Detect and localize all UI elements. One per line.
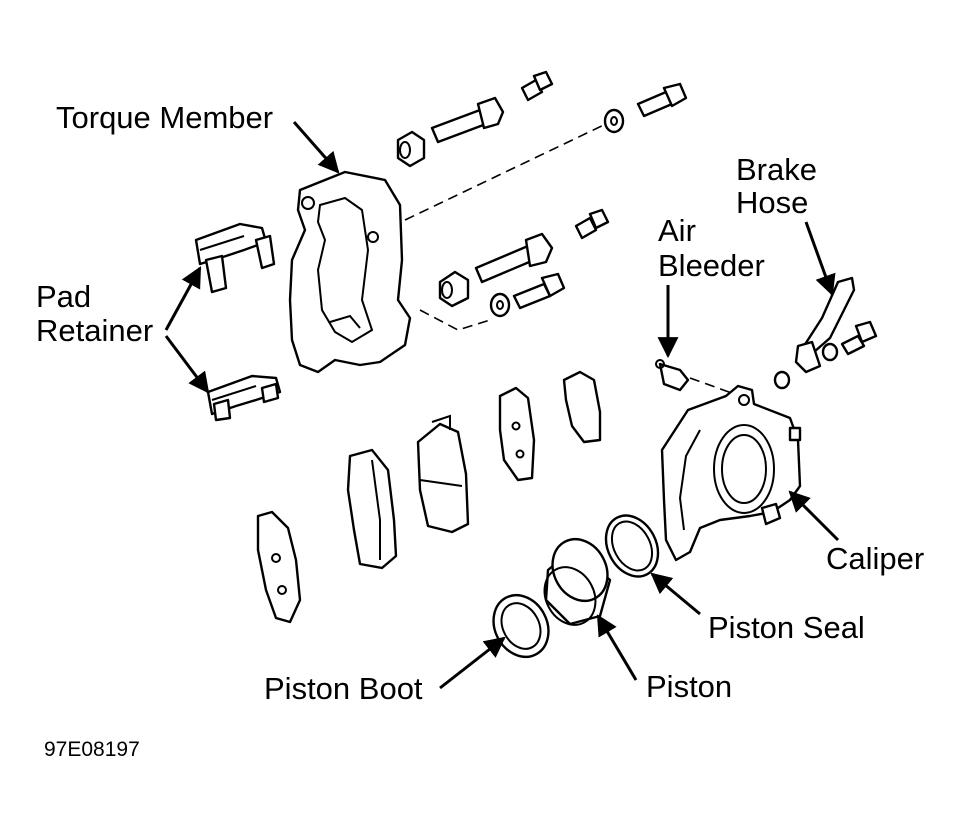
pad-retainer-leader-lower (164, 335, 210, 394)
piston-seal-leader (650, 572, 701, 616)
union-bolt (840, 320, 878, 356)
piston-seal (604, 514, 660, 578)
pad-retainer-upper (194, 222, 276, 294)
brake-hose (794, 276, 856, 374)
upper-washer (603, 108, 625, 134)
piston-seal-label: Piston Seal (708, 610, 865, 645)
pad-retainer-label-line1: Pad (36, 279, 91, 314)
upper-guide-pin (430, 96, 505, 144)
hose-gasket-right (821, 342, 839, 362)
lower-guide-pin (474, 232, 554, 284)
brake-hose-label-line1: Brake (736, 152, 817, 187)
lower-mounting-bolt (512, 272, 566, 310)
upper-mounting-bolt (636, 82, 688, 118)
lower-washer (489, 292, 511, 318)
air-bleeder-label-line1: Air (658, 213, 696, 248)
inner-shim-b (562, 370, 602, 444)
piston-label: Piston (646, 669, 732, 704)
brake-hose-leader (804, 221, 836, 296)
piston-boot-leader (439, 636, 506, 690)
inner-brake-pad (416, 414, 470, 534)
assembly-line-lower (419, 309, 491, 331)
caliper-leader (788, 490, 840, 542)
caliper-label: Caliper (826, 541, 924, 576)
pad-retainer-label-line2: Retainer (36, 313, 153, 348)
piston-boot-label: Piston Boot (264, 671, 423, 706)
air-bleeder (655, 359, 690, 392)
lower-small-bolt (574, 208, 610, 240)
torque-member-label: Torque Member (56, 100, 273, 135)
torque-member-leader (292, 121, 340, 174)
piston (543, 538, 612, 626)
lower-pin-boot (438, 270, 470, 308)
caliper-body (660, 384, 802, 562)
inner-shim-a (498, 386, 536, 482)
outer-shim (256, 510, 302, 624)
hose-gasket-left (773, 370, 791, 390)
pad-retainer-leader-upper (164, 266, 202, 331)
air-bleeder-label-line2: Bleeder (658, 248, 765, 283)
figure-code: 97E08197 (44, 738, 140, 761)
assembly-line-upper (404, 121, 611, 221)
outer-brake-pad (346, 448, 398, 570)
upper-pin-boot (396, 130, 426, 168)
pad-retainer-lower (206, 374, 282, 422)
upper-small-bolt (520, 70, 554, 102)
assembly-line-bleeder (689, 377, 741, 397)
brake-hose-label-line2: Hose (736, 185, 808, 220)
torque-member (288, 170, 412, 374)
piston-leader (596, 614, 638, 681)
